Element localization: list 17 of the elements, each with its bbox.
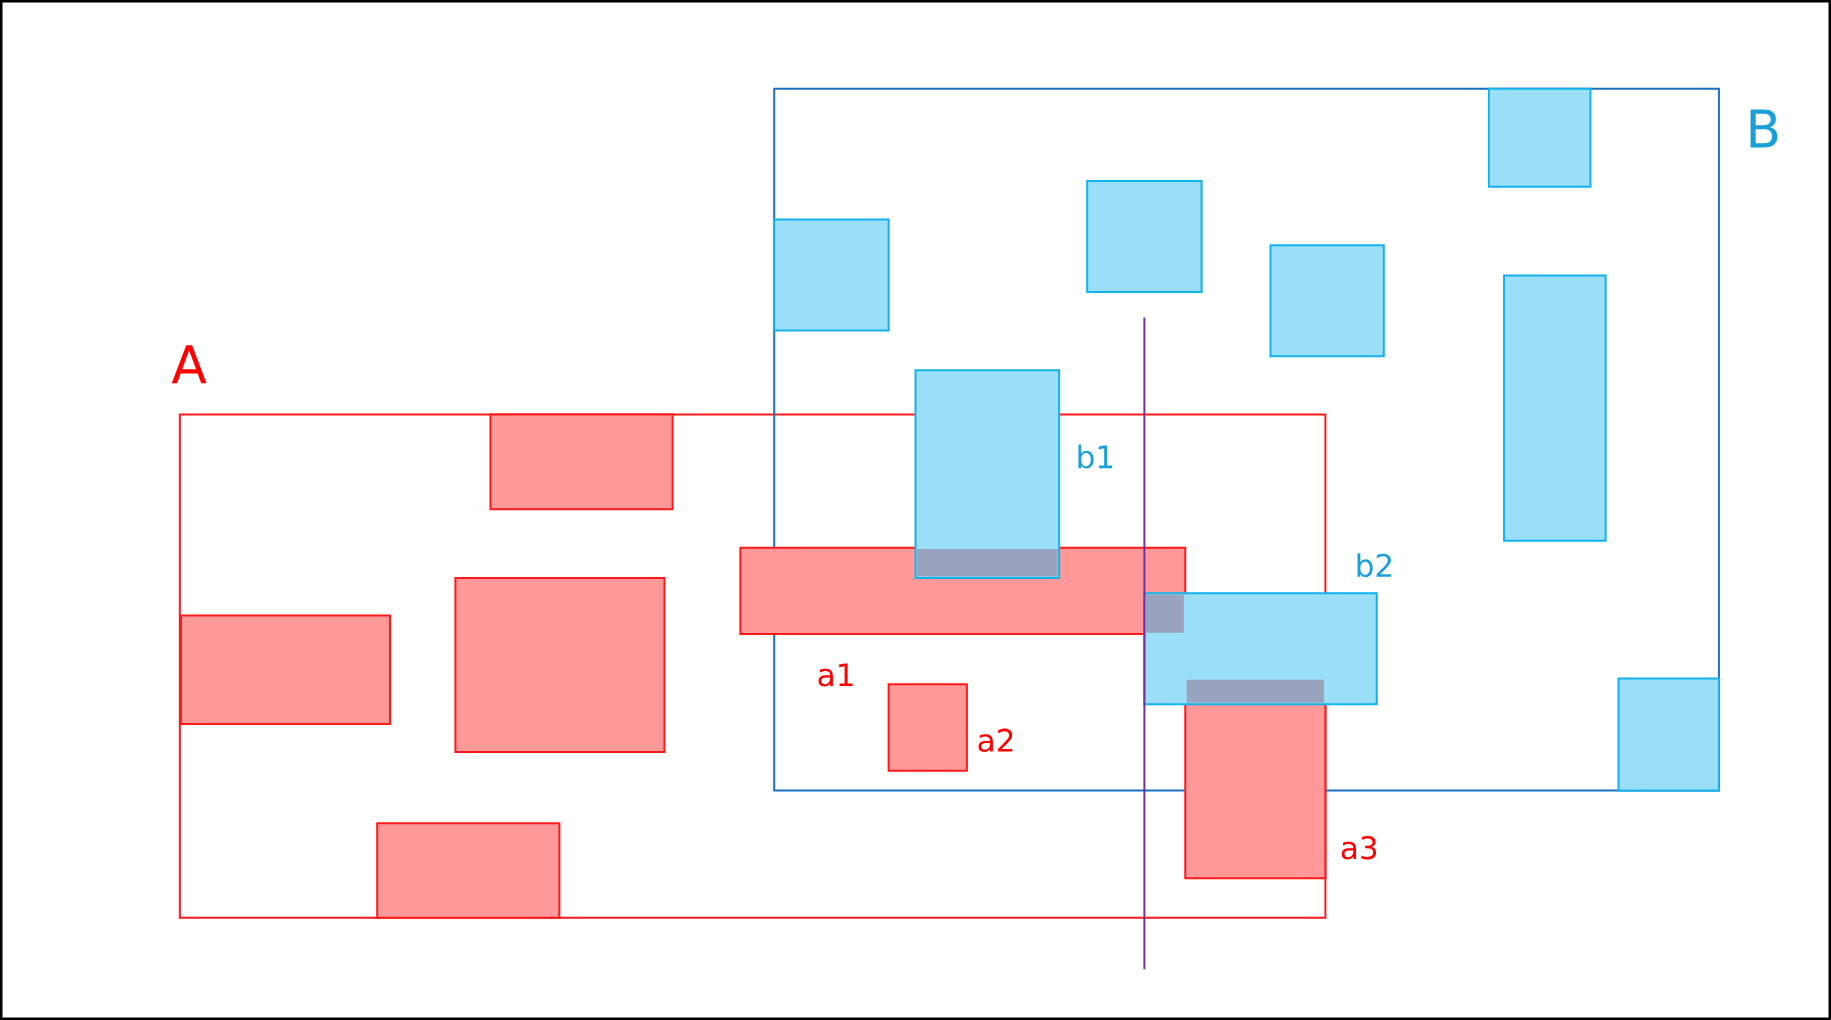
filled-box: [773, 218, 890, 332]
filled-box: [1487, 87, 1592, 188]
region-letter: B: [1750, 109, 1778, 148]
box-label: a2: [978, 728, 1013, 753]
filled-box: [489, 413, 674, 511]
filled-box: [1086, 180, 1203, 293]
box-label: a3: [1341, 836, 1377, 860]
filled-box: [180, 614, 391, 725]
filled-box: [1503, 274, 1607, 542]
box-label: b2: [1357, 553, 1392, 578]
box-label: a1: [818, 663, 853, 687]
filled-box: [1269, 244, 1385, 358]
filled-box: [376, 822, 561, 919]
filled-box: [454, 577, 666, 753]
filled-box: [1617, 677, 1720, 792]
region-letter: A: [171, 345, 207, 384]
box-label: b1: [1078, 444, 1113, 469]
